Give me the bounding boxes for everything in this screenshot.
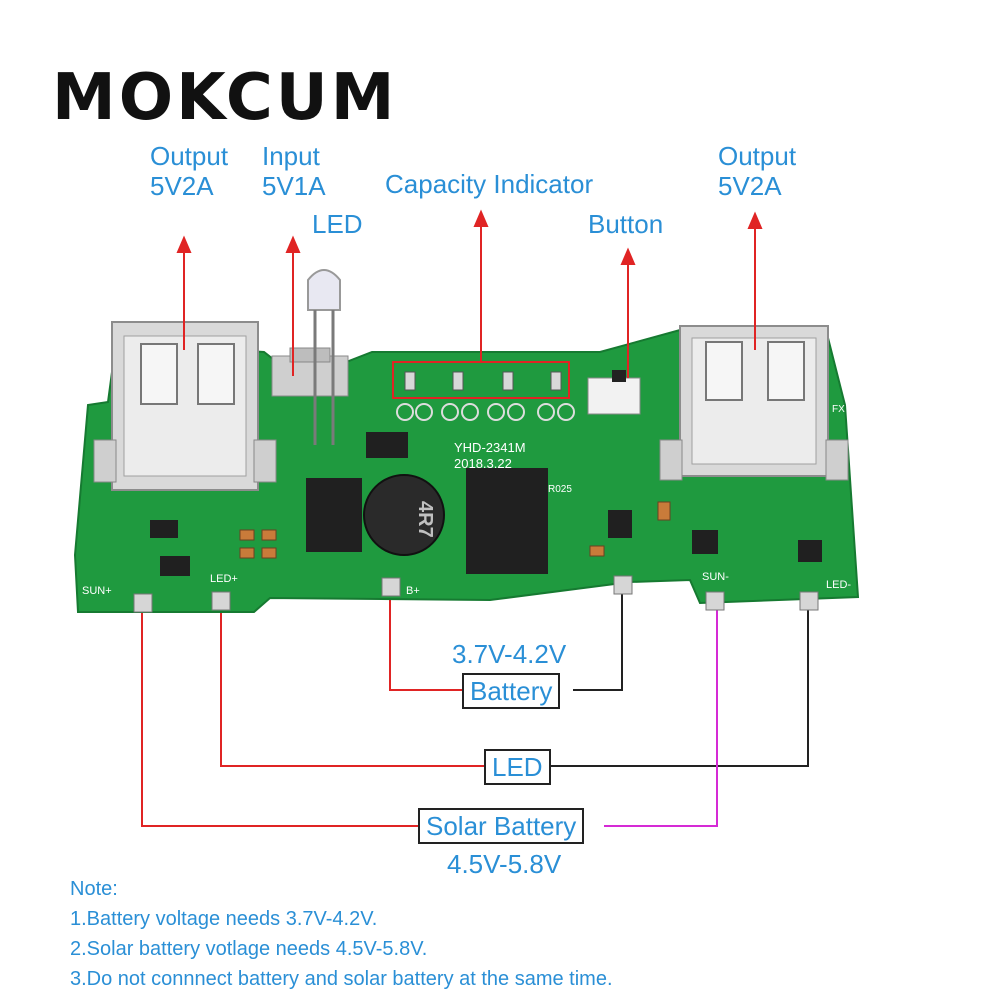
note-item: 3.Do not connnect battery and solar batt… [70, 968, 613, 990]
pad-b-minus: B- [590, 589, 601, 601]
chip-marking: YHD-2341M [454, 440, 526, 455]
label-output-right: Output 5V2A [718, 141, 797, 201]
inductor [363, 474, 445, 556]
pad-led-plus: LED+ [210, 573, 238, 585]
pad-sun-minus: SUN- [702, 571, 729, 583]
main-ic [466, 468, 548, 574]
mosfet-left [306, 478, 362, 552]
label-input: Input 5V1A [262, 141, 326, 201]
led-component [307, 269, 341, 445]
capacity-leds [404, 371, 562, 391]
wire-ledplus-led [220, 600, 484, 767]
battery-label: Battery [462, 673, 561, 709]
pad-led-minus: LED- [826, 579, 851, 591]
small-components [150, 510, 822, 576]
pad-b-plus: B+ [406, 585, 420, 597]
notes-block: Note: 1.Battery voltage needs 3.7V-4.2V.… [70, 874, 613, 994]
label-led-top: LED [312, 209, 363, 239]
note-item: 2.Solar battery votlage needs 4.5V-5.8V. [70, 938, 428, 960]
fx-marking: FX [832, 404, 845, 415]
input-connector [271, 347, 349, 397]
wire-ledminus-led [549, 600, 809, 767]
solder-pads [133, 575, 819, 613]
test-pads [396, 403, 575, 421]
push-button [587, 370, 641, 415]
battery-voltage: 3.7V-4.2V [452, 639, 567, 669]
solar-battery-label: Solar Battery [418, 808, 585, 844]
pad-sun-plus: SUN+ [82, 585, 112, 597]
capacitors [239, 501, 671, 559]
wire-sunminus-solar [604, 604, 718, 827]
notes-title: Note: [70, 878, 118, 900]
wire-bplus-battery [389, 595, 462, 691]
brand-logo: MOKCUM [52, 61, 398, 135]
solar-voltage: 4.5V-5.8V [447, 849, 562, 879]
label-output-left: Output 5V2A [150, 141, 229, 201]
wire-bminus-battery [573, 592, 623, 691]
wire-sunplus-solar [141, 604, 418, 827]
date-marking: 2018.3.22 [454, 456, 512, 471]
diode [366, 432, 408, 458]
brand-header: MOKCUM [14, 26, 502, 136]
label-button: Button [588, 209, 664, 239]
r025-marking: R025 [548, 484, 572, 495]
inductor-marking: 4R7 [414, 501, 436, 538]
usb-port-right [659, 325, 849, 481]
led-label: LED [484, 749, 551, 785]
note-item: 1.Battery voltage needs 3.7V-4.2V. [70, 908, 378, 930]
label-capacity-indicator: Capacity Indicator [385, 169, 594, 199]
